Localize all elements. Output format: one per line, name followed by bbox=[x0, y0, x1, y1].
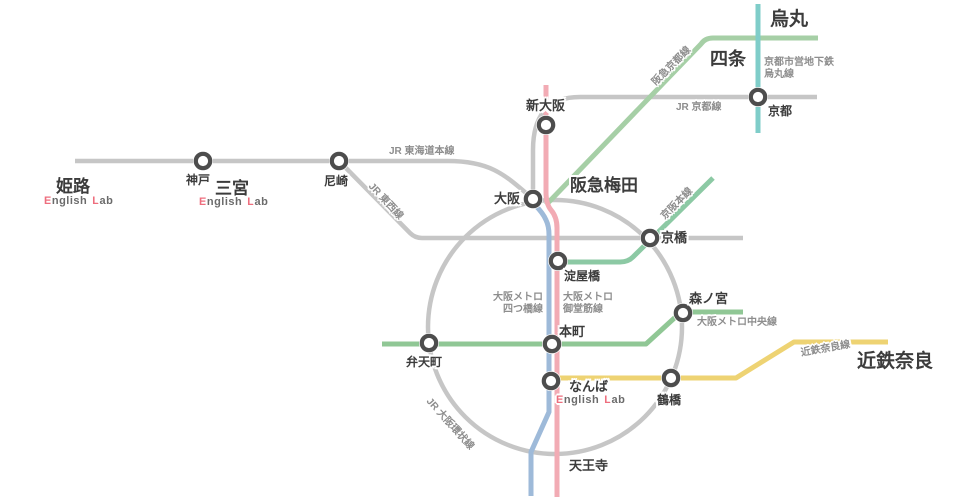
station-label-himeji: 姫路 bbox=[56, 177, 90, 196]
station-label-tennoji: 天王寺 bbox=[569, 458, 609, 473]
jr-tokaido-line-path bbox=[75, 158, 535, 201]
station-label-bentencho: 弁天町 bbox=[406, 355, 443, 369]
english-lab-tagline-himeji: English Lab bbox=[44, 196, 113, 207]
station-marker-kyoto bbox=[748, 87, 768, 107]
english-lab-tagline-sannomiya: English Lab bbox=[199, 197, 268, 208]
tagline-initial-l: L bbox=[247, 196, 255, 208]
station-marker-osaka bbox=[523, 189, 543, 209]
station-marker-morinomiya bbox=[673, 303, 693, 323]
station-label-amagasaki: 尼崎 bbox=[324, 174, 349, 188]
tagline-ab: ab bbox=[254, 196, 269, 208]
line-label-midosuji-line1: 大阪メトロ bbox=[563, 292, 613, 303]
tagline-ab: ab bbox=[99, 195, 114, 207]
tagline-initial-e: E bbox=[199, 196, 207, 208]
station-marker-kyobashi bbox=[640, 228, 660, 248]
line-label-chuo: 大阪メトロ中央線 bbox=[697, 317, 777, 328]
station-markers bbox=[193, 87, 768, 391]
station-label-shin-osaka: 新大阪 bbox=[526, 98, 566, 113]
line-label-yotsubashi-line2: 四つ橋線 bbox=[503, 303, 543, 315]
tagline-initial-e: E bbox=[44, 195, 52, 207]
station-marker-sannomiya bbox=[193, 151, 213, 171]
tagline-nglish: nglish bbox=[563, 394, 600, 406]
station-label-sannomiya: 三宮 bbox=[215, 179, 249, 198]
tagline-ab: ab bbox=[611, 394, 626, 406]
station-label-osaka: 大阪 bbox=[494, 191, 521, 206]
line-label-yotsubashi: 大阪メトロ 四つ橋線 bbox=[463, 292, 543, 315]
station-label-morinomiya: 森ノ宮 bbox=[689, 291, 729, 306]
station-label-kyobashi: 京橋 bbox=[661, 230, 688, 245]
tagline-nglish: nglish bbox=[206, 196, 243, 208]
line-label-jr-tokaido: JR 東海道本線 bbox=[389, 146, 455, 157]
station-label-kyoto: 京都 bbox=[768, 104, 793, 118]
station-marker-amagasaki bbox=[329, 151, 349, 171]
station-label-karasuma: 烏丸 bbox=[770, 9, 809, 30]
yotsubashi-line-path bbox=[528, 203, 552, 496]
station-marker-hommachi bbox=[542, 334, 562, 354]
line-label-midosuji-line2: 御堂筋線 bbox=[563, 303, 603, 315]
jr-tozai-line-path bbox=[337, 159, 743, 241]
english-lab-tagline-namba: English Lab bbox=[556, 395, 625, 406]
station-label-kintetsu-nara: 近鉄奈良 bbox=[857, 351, 934, 372]
station-marker-yodoyabashi bbox=[548, 251, 568, 271]
tagline-initial-l: L bbox=[92, 195, 100, 207]
station-label-hommachi: 本町 bbox=[559, 324, 586, 339]
station-label-kobe: 神戸 bbox=[186, 173, 211, 187]
line-label-midosuji: 大阪メトロ 御堂筋線 bbox=[563, 292, 613, 315]
station-marker-namba bbox=[541, 371, 561, 391]
chuo-line-path bbox=[382, 309, 743, 347]
station-label-shijo: 四条 bbox=[710, 49, 746, 69]
line-label-karasuma-subway-line2: 烏丸線 bbox=[764, 68, 794, 80]
tagline-initial-l: L bbox=[604, 394, 612, 406]
station-label-tsuruhashi: 鶴橋 bbox=[657, 393, 682, 407]
hankyu-kyoto-line-path bbox=[544, 35, 818, 207]
tagline-initial-e: E bbox=[556, 394, 564, 406]
station-label-hankyu-umeda: 阪急梅田 bbox=[570, 176, 638, 195]
line-label-karasuma-subway: 京都市営地下鉄 烏丸線 bbox=[764, 57, 834, 80]
line-label-jr-kyoto: JR 京都線 bbox=[676, 102, 722, 113]
station-marker-tsuruhashi bbox=[661, 368, 681, 388]
station-label-namba: なんば bbox=[569, 379, 609, 394]
line-label-karasuma-subway-line1: 京都市営地下鉄 bbox=[764, 57, 834, 68]
station-label-yodoyabashi: 淀屋橋 bbox=[564, 269, 601, 283]
keihan-main-line-path bbox=[558, 176, 715, 265]
station-marker-bentencho bbox=[419, 333, 439, 353]
kintetsu-nara-line-path bbox=[552, 339, 888, 381]
tagline-nglish: nglish bbox=[51, 195, 88, 207]
line-label-yotsubashi-line1: 大阪メトロ bbox=[493, 292, 543, 303]
midosuji-line-path bbox=[543, 85, 560, 497]
station-marker-shin-osaka bbox=[536, 115, 556, 135]
